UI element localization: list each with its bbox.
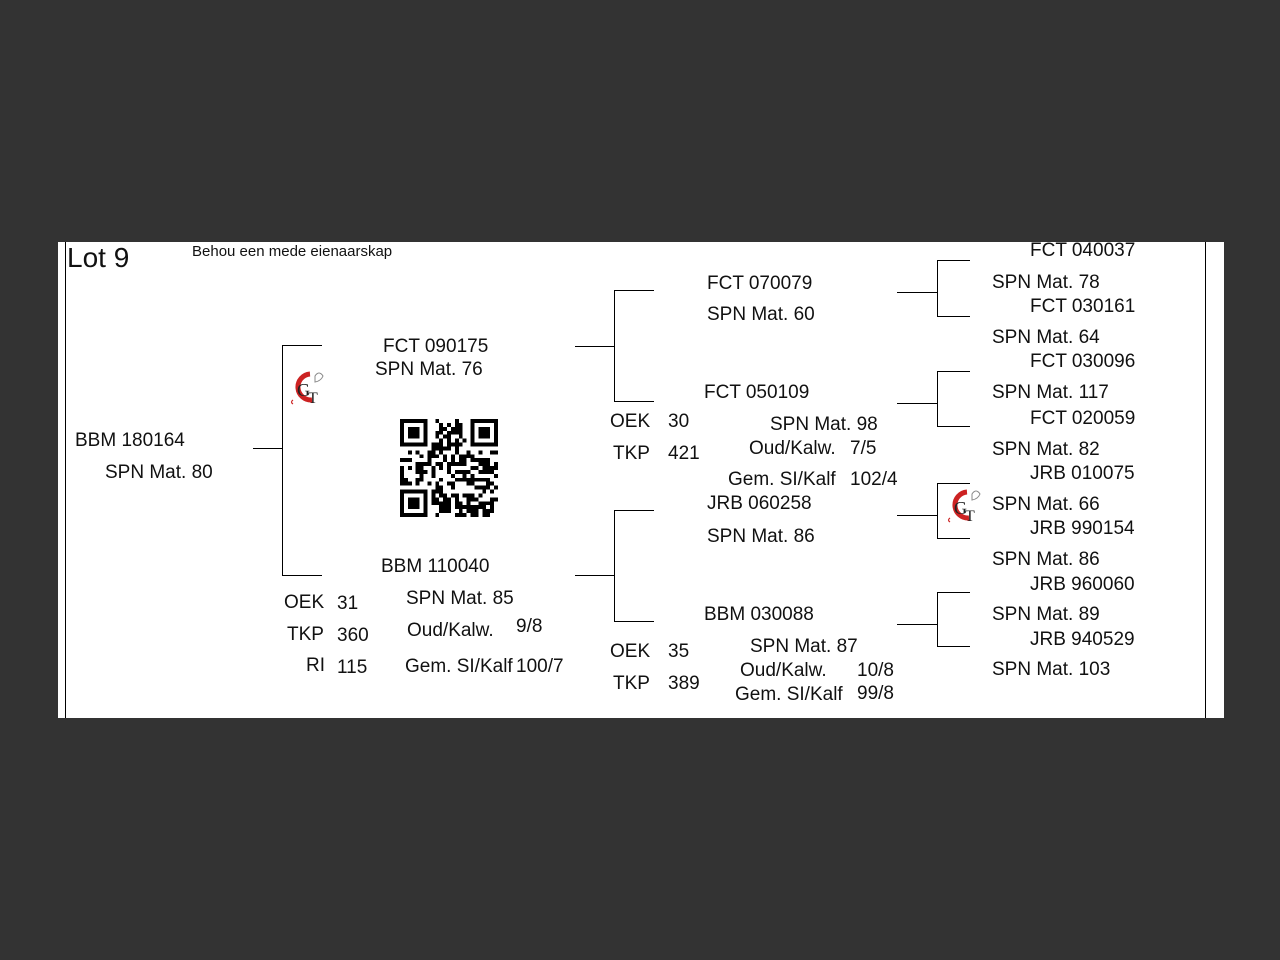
lot-title: Lot 9 (67, 242, 130, 273)
dam-mat: SPN Mat. 85 (406, 588, 514, 609)
gen3-id: JRB 990154 (1030, 518, 1135, 539)
dam-dam-tkp-value: 389 (668, 673, 700, 694)
bracket-line (614, 401, 654, 402)
dam-id: BBM 110040 (381, 556, 490, 577)
pedigree-sheet: Lot 9 Behou een mede eienaarskap BBM 180… (58, 240, 1224, 718)
gen3-id: JRB 010075 (1030, 463, 1135, 484)
dam-ri-label: RI (306, 655, 325, 676)
bracket-line (282, 345, 322, 346)
bracket-line (897, 292, 937, 293)
sire-dam-gem-value: 102/4 (850, 469, 898, 490)
sire-dam-tkp-value: 421 (668, 443, 700, 464)
bracket-line (897, 515, 937, 516)
bracket-line (937, 260, 938, 317)
dam-gem-value: 100/7 (516, 656, 564, 677)
bracket-line (897, 403, 937, 404)
gen3-mat: SPN Mat. 82 (992, 439, 1100, 460)
bracket-line (614, 510, 615, 622)
bracket-line (614, 290, 654, 291)
dam-sire-mat: SPN Mat. 86 (707, 526, 815, 547)
bracket-line (937, 592, 938, 647)
sire-sire-mat: SPN Mat. 60 (707, 304, 815, 325)
bracket-line (897, 624, 937, 625)
bracket-line (937, 371, 938, 427)
sire-dam-mat: SPN Mat. 98 (770, 414, 878, 435)
gt-logo-icon: G T (945, 486, 985, 526)
bracket-line (937, 426, 970, 427)
gen3-mat: SPN Mat. 117 (992, 382, 1109, 403)
gen3-id: FCT 040037 (1030, 240, 1136, 261)
svg-text:G: G (297, 380, 310, 400)
bracket-line (614, 290, 615, 402)
bracket-line (937, 483, 970, 484)
subject-mat: SPN Mat. 80 (105, 462, 213, 483)
dam-oek-value: 31 (337, 593, 359, 614)
dam-tkp-label: TKP (287, 624, 324, 645)
svg-text:T: T (965, 508, 975, 525)
bracket-line (282, 345, 283, 576)
bracket-line (253, 448, 283, 449)
svg-text:G: G (954, 498, 967, 518)
bracket-line (575, 346, 615, 347)
bracket-line (937, 316, 970, 317)
gt-logo-icon: G T (288, 368, 328, 408)
dam-tkp-value: 360 (337, 625, 369, 646)
gen3-mat: SPN Mat. 78 (992, 272, 1100, 293)
gen3-id: JRB 960060 (1030, 574, 1135, 595)
right-margin-line (1205, 242, 1206, 718)
gen3-mat: SPN Mat. 66 (992, 494, 1100, 515)
dam-dam-oek-value: 35 (668, 641, 690, 662)
dam-dam-oud-value: 10/8 (857, 660, 894, 681)
bracket-line (937, 483, 938, 539)
sire-dam-oud-label: Oud/Kalw. (749, 438, 836, 459)
gen3-mat: SPN Mat. 103 (992, 659, 1111, 680)
dam-oud-value: 9/8 (516, 616, 543, 637)
dam-oud-label: Oud/Kalw. (407, 620, 494, 641)
dam-oek-label: OEK (284, 592, 325, 613)
sire-dam-gem-label: Gem. SI/Kalf (728, 469, 836, 490)
ownership-note: Behou een mede eienaarskap (192, 243, 393, 260)
sire-dam-id: FCT 050109 (704, 382, 810, 403)
dam-sire-id: JRB 060258 (707, 493, 812, 514)
sire-sire-id: FCT 070079 (707, 273, 813, 294)
gen3-id: JRB 940529 (1030, 629, 1135, 650)
sire-dam-oud-value: 7/5 (850, 438, 877, 459)
svg-text:T: T (308, 390, 318, 407)
gen3-mat: SPN Mat. 64 (992, 327, 1100, 348)
gen3-id: FCT 030096 (1030, 351, 1136, 372)
sire-dam-oek-value: 30 (668, 411, 690, 432)
dam-dam-oek-label: OEK (610, 641, 651, 662)
bracket-line (937, 592, 970, 593)
dam-dam-gem-value: 99/8 (857, 683, 894, 704)
bracket-line (575, 575, 615, 576)
gen3-id: FCT 020059 (1030, 408, 1136, 429)
left-margin-line (65, 242, 66, 718)
bracket-line (937, 538, 970, 539)
sire-id: FCT 090175 (383, 336, 489, 357)
gen3-id: FCT 030161 (1030, 296, 1136, 317)
bracket-line (937, 260, 970, 261)
dam-dam-gem-label: Gem. SI/Kalf (735, 684, 843, 705)
dam-dam-oud-label: Oud/Kalw. (740, 660, 827, 681)
bracket-line (614, 510, 654, 511)
dam-dam-tkp-label: TKP (613, 673, 650, 694)
gen3-mat: SPN Mat. 86 (992, 549, 1100, 570)
dam-dam-id: BBM 030088 (704, 604, 814, 625)
sire-dam-tkp-label: TKP (613, 443, 650, 464)
bracket-line (937, 371, 970, 372)
dam-dam-mat: SPN Mat. 87 (750, 636, 858, 657)
qr-code-icon (400, 419, 498, 522)
subject-id: BBM 180164 (75, 430, 185, 451)
bracket-line (282, 575, 322, 576)
bracket-line (614, 621, 654, 622)
dam-ri-value: 115 (337, 657, 368, 678)
dam-gem-label: Gem. SI/Kalf (405, 656, 513, 677)
sire-mat: SPN Mat. 76 (375, 359, 483, 380)
gen3-mat: SPN Mat. 89 (992, 604, 1100, 625)
sire-dam-oek-label: OEK (610, 411, 651, 432)
bracket-line (937, 646, 970, 647)
